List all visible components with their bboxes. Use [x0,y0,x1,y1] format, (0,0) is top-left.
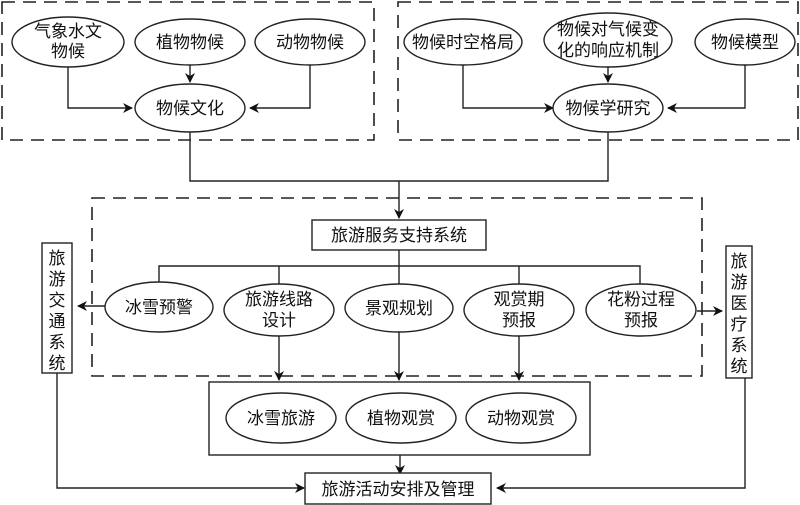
node-label: 物候学研究 [566,99,651,119]
node-climate-response: 物候对气候变化的响应机制 [543,12,673,68]
node-label: 物候模型 [711,33,779,53]
node-label: 冰雪预警 [125,298,193,318]
node-ice-snow-warning: 冰雪预警 [104,281,214,333]
node-label: 旅游线路设计 [245,290,313,331]
node-tourism-medical-system: 旅游医疗系统 [725,245,753,379]
node-animal-viewing: 动物观赏 [465,392,577,444]
node-viewing-period-forecast: 观赏期预报 [463,283,575,337]
culture-group-box [1,1,375,141]
node-landscape-planning: 景观规划 [344,283,454,333]
node-ice-snow-tourism: 冰雪旅游 [225,392,337,444]
node-label: 气象水文物候 [34,22,102,62]
node-label: 旅游交通系统 [49,249,66,374]
node-label: 旅游活动安排及管理 [322,480,475,500]
node-animal-phenology: 动物物候 [254,18,366,66]
node-plant-viewing: 植物观赏 [345,392,457,444]
node-phenology-research: 物候学研究 [552,83,664,133]
node-label: 观赏期预报 [494,290,545,331]
connectors [56,64,746,493]
node-label: 旅游服务支持系统 [331,226,467,246]
node-label: 动物物候 [276,33,344,53]
node-activity-arrangement-management: 旅游活动安排及管理 [304,472,492,505]
node-pollen-forecast: 花粉过程预报 [585,283,697,337]
research-group-box [397,1,799,141]
node-label: 景观规划 [365,299,433,319]
node-label: 动物观赏 [487,409,555,429]
node-label: 冰雪旅游 [247,409,315,429]
node-tourism-support-system: 旅游服务支持系统 [311,219,487,251]
node-label: 旅游医疗系统 [731,252,748,377]
node-phenology-model: 物候模型 [694,18,796,66]
node-label: 植物观赏 [367,409,435,429]
node-label: 物候文化 [156,99,224,119]
node-route-design: 旅游线路设计 [223,283,335,337]
node-label: 物候对气候变化的响应机制 [557,20,659,61]
node-label: 花粉过程预报 [607,290,675,331]
node-label: 物候时空格局 [412,33,514,53]
node-plant-phenology: 植物物候 [134,18,246,66]
node-spatiotemporal-pattern: 物候时空格局 [403,18,523,66]
node-phenology-culture: 物候文化 [134,83,246,133]
node-label: 植物物候 [156,33,224,53]
node-tourism-transport-system: 旅游交通系统 [41,242,73,374]
node-meteo-hydro-phenology: 气象水文物候 [11,16,125,68]
